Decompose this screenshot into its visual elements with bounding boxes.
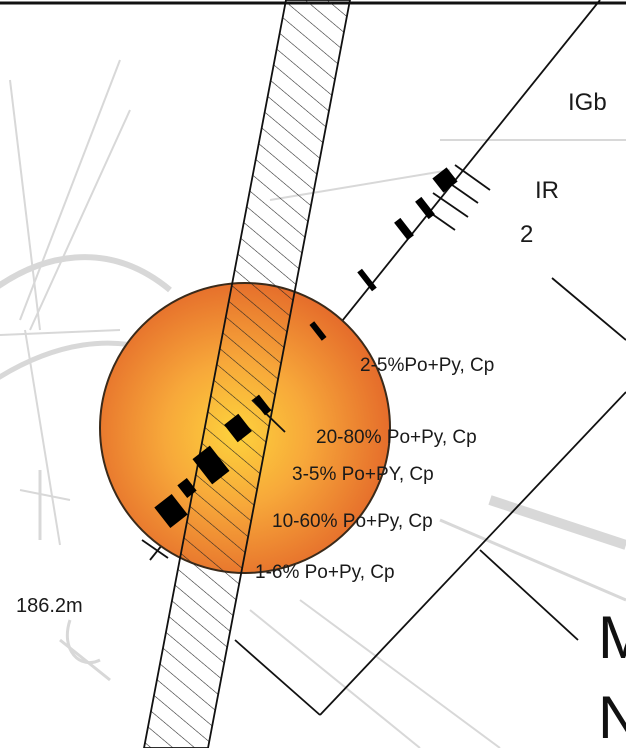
edge-letter-n: N [598,684,626,748]
zone-label-2: 20-80% Po+Py, Cp [316,427,477,448]
unit-label-ir: IR [535,177,559,204]
ore-intersections [154,167,458,529]
zone-label-4: 10-60% Po+Py, Cp [272,511,433,532]
hatched-dyke [143,0,351,748]
unit-label-ir-number: 2 [520,221,533,248]
unit-label-igb: IGb [568,89,607,116]
zone-label-5: 1-6% Po+Py, Cp [255,562,395,583]
depth-label: 186.2m [16,595,83,617]
zone-label-1: 2-5%Po+Py, Cp [360,355,494,376]
edge-letter-m: M [598,604,626,671]
zone-label-3: 3-5% Po+PY, Cp [292,464,434,485]
